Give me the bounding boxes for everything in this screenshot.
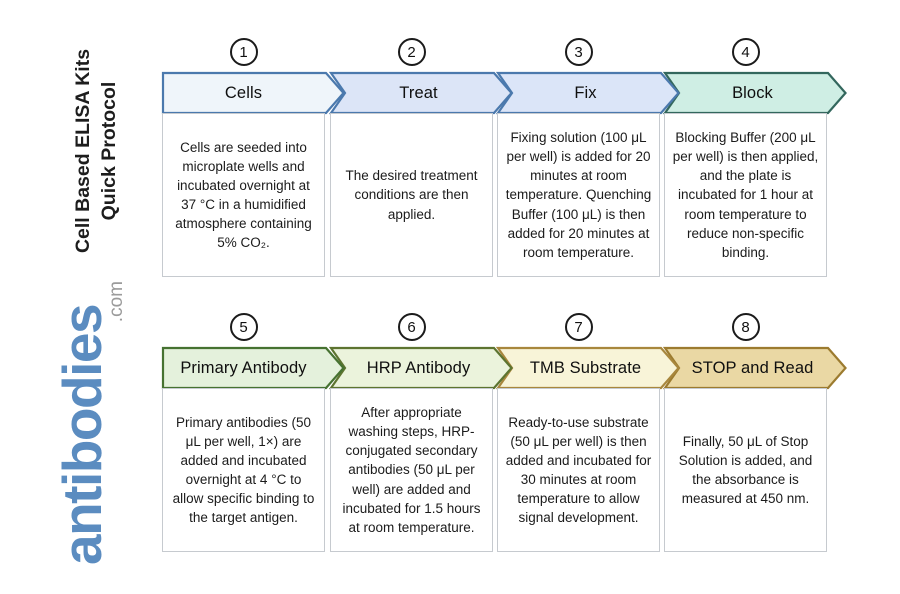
step-number-badge: 5 <box>229 313 258 341</box>
page-title-line1: Cell Based ELISA Kits <box>72 48 95 254</box>
step-number-badge: 1 <box>229 38 258 66</box>
step-number: 4 <box>741 43 750 61</box>
step-description-box: Primary antibodies (50 μL per well, 1×) … <box>162 388 325 552</box>
step-label: STOP and Read <box>691 358 814 377</box>
step-number: 5 <box>239 318 248 336</box>
step-description-box: The desired treatment conditions are the… <box>330 113 493 277</box>
step-number: 6 <box>407 318 416 336</box>
logo-tld-text: .com <box>106 281 127 323</box>
step-number-badge: 7 <box>564 313 593 341</box>
step-description: Cells are seeded into microplate wells a… <box>175 139 312 251</box>
step-number: 1 <box>239 43 248 61</box>
step-label: Fix <box>574 83 597 102</box>
step-number-badge: 2 <box>397 38 426 66</box>
step-number-badge: 6 <box>397 313 426 341</box>
logo-brand-text: antibodies <box>51 304 113 565</box>
step-number: 3 <box>574 43 583 61</box>
step-description: After appropriate washing steps, HRP-con… <box>342 404 481 535</box>
step-1-cells: 1 Cells Cells are seeded into microplate… <box>161 38 345 278</box>
step-description-box: Fixing solution (100 μL per well) is add… <box>497 113 660 277</box>
step-description-box: Ready-to-use substrate (50 μL per well) … <box>497 388 660 552</box>
step-description-box: Finally, 50 μL of Stop Solution is added… <box>664 388 827 552</box>
step-description: Blocking Buffer (200 μL per well) is the… <box>672 129 819 260</box>
step-description: Primary antibodies (50 μL per well, 1×) … <box>172 414 315 526</box>
step-number: 7 <box>574 318 583 336</box>
step-arrow-banner <box>328 346 513 390</box>
step-label: Primary Antibody <box>180 358 307 377</box>
step-description: Finally, 50 μL of Stop Solution is added… <box>678 433 813 507</box>
step-arrow-banner <box>328 71 513 115</box>
step-description: Ready-to-use substrate (50 μL per well) … <box>505 414 652 526</box>
step-number: 2 <box>407 43 416 61</box>
step-description: Fixing solution (100 μL per well) is add… <box>505 129 652 260</box>
step-number-badge: 4 <box>731 38 760 66</box>
step-label: Treat <box>399 83 438 102</box>
step-arrow-banner <box>161 71 345 115</box>
step-8-stop-and-read: 8 STOP and Read Finally, 50 μL of Stop S… <box>662 313 847 553</box>
step-4-block: 4 Block Blocking Buffer (200 μL per well… <box>662 38 847 278</box>
step-2-treat: 2 Treat The desired treatment conditions… <box>328 38 513 278</box>
step-description-box: Cells are seeded into microplate wells a… <box>162 113 325 277</box>
step-number: 8 <box>741 318 750 336</box>
step-3-fix: 3 Fix Fixing solution (100 μL per well) … <box>495 38 680 278</box>
step-label: TMB Substrate <box>529 358 642 377</box>
antibodies-logo: antibodies .com <box>51 275 127 565</box>
step-description-box: After appropriate washing steps, HRP-con… <box>330 388 493 552</box>
step-label: Block <box>732 83 773 102</box>
step-label: HRP Antibody <box>366 358 471 377</box>
step-7-tmb-substrate: 7 TMB Substrate Ready-to-use substrate (… <box>495 313 680 553</box>
step-arrow-banner <box>161 346 345 390</box>
page-title: Cell Based ELISA Kits Quick Protocol <box>69 26 125 276</box>
step-description: The desired treatment conditions are the… <box>345 168 478 222</box>
step-number-badge: 8 <box>731 313 760 341</box>
step-label: Cells <box>224 83 263 102</box>
page-title-line2: Quick Protocol <box>98 81 120 221</box>
step-number-badge: 3 <box>564 38 593 66</box>
step-5-primary-antibody: 5 Primary Antibody Primary antibodies (5… <box>161 313 345 553</box>
step-description-box: Blocking Buffer (200 μL per well) is the… <box>664 113 827 277</box>
step-6-hrp-antibody: 6 HRP Antibody After appropriate washing… <box>328 313 513 553</box>
